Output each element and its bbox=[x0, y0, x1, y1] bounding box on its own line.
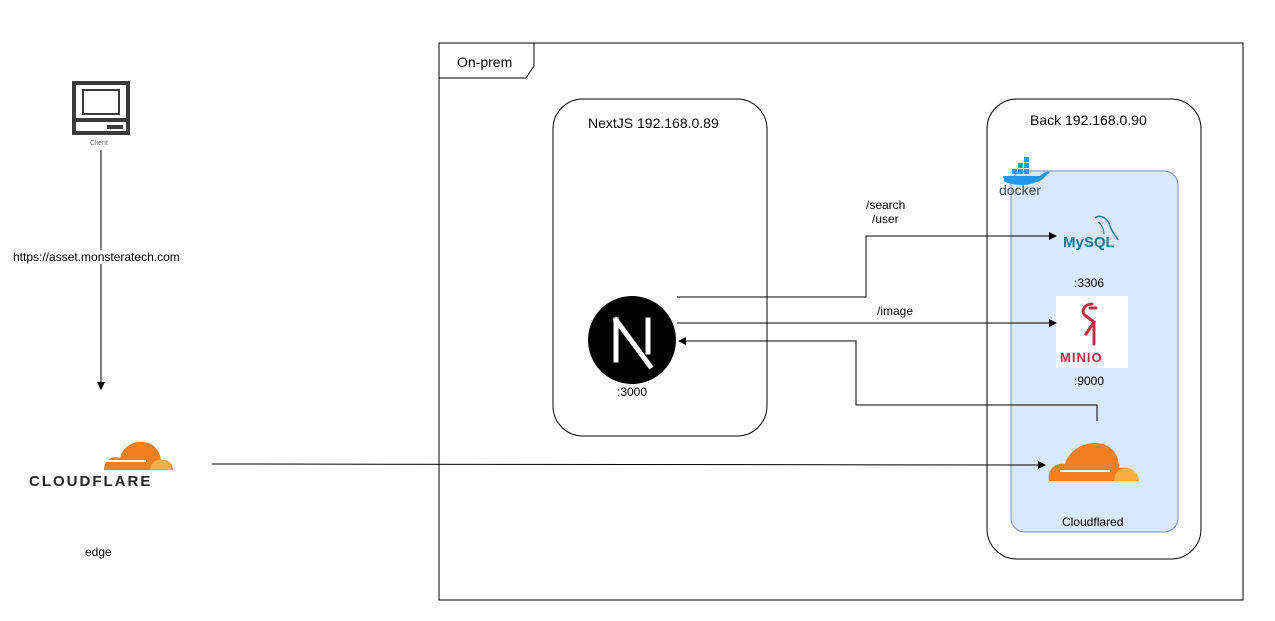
edge-to-cloudflared-arrow bbox=[211, 460, 1046, 469]
nextjs-container bbox=[552, 98, 768, 437]
docker-label: docker bbox=[999, 182, 1042, 198]
onprem-container bbox=[438, 42, 1244, 601]
nextjs-title: NextJS 192.168.0.89 bbox=[588, 115, 719, 131]
minio-logo-text: MINIO bbox=[1060, 350, 1103, 365]
nextjs-to-mysql-arrow bbox=[677, 232, 1057, 298]
edge-label: edge bbox=[85, 545, 112, 559]
image-route-label: /image bbox=[877, 304, 914, 318]
docker-whale-icon bbox=[1003, 157, 1050, 185]
mysql-port: :3306 bbox=[1074, 276, 1105, 290]
user-route-label: /user bbox=[872, 212, 899, 226]
minio-port: :9000 bbox=[1074, 374, 1105, 388]
mysql-logo-text: MySQL bbox=[1063, 234, 1115, 251]
client-computer-icon bbox=[72, 81, 130, 135]
minio-logo-icon bbox=[1056, 296, 1128, 368]
search-route-label: /search bbox=[866, 198, 906, 212]
url-label: https://asset.monsteratech.com bbox=[13, 250, 180, 264]
back-title: Back 192.168.0.90 bbox=[1030, 112, 1147, 128]
client-label: Client bbox=[90, 140, 108, 147]
nextjs-logo-icon bbox=[588, 296, 676, 384]
onprem-tab bbox=[439, 42, 535, 79]
cloudflared-label: Cloudflared bbox=[1062, 515, 1124, 529]
cloudflared-to-nextjs-arrow bbox=[678, 337, 1098, 421]
cloudflared-icon bbox=[1048, 442, 1139, 481]
onprem-label: On-prem bbox=[457, 54, 513, 70]
mysql-dolphin-icon bbox=[1094, 215, 1119, 241]
nextjs-port: :3000 bbox=[617, 385, 648, 399]
cloudflare-logo-text: CLOUDFLARE bbox=[29, 473, 153, 490]
cloudflare-edge-icon bbox=[104, 441, 173, 470]
